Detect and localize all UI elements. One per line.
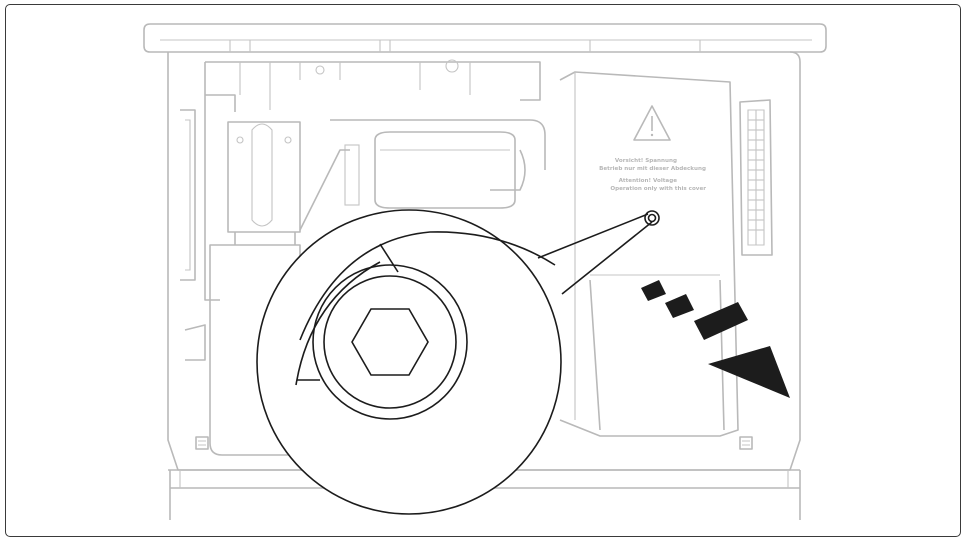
panel-label-line-4: Operation only with this cover bbox=[610, 186, 706, 192]
panel-label-line-2: Betrieb nur mit dieser Abdeckung bbox=[599, 166, 706, 172]
electrical-cover-panel bbox=[559, 71, 739, 437]
lower-tank bbox=[209, 244, 301, 456]
screw-callout bbox=[256, 209, 660, 515]
screw-location-marker bbox=[644, 210, 660, 226]
coil-unit bbox=[227, 121, 301, 233]
magnifier-circle bbox=[256, 209, 562, 515]
terminal-strip bbox=[739, 99, 773, 256]
panel-label-line-3: Attention! Voltage bbox=[619, 178, 678, 184]
bolt-washer bbox=[312, 264, 468, 420]
compressor bbox=[374, 131, 516, 209]
appliance-top-lid bbox=[143, 23, 827, 53]
removal-direction-arrow-icon bbox=[641, 280, 790, 398]
warning-triangle-icon bbox=[633, 105, 671, 141]
panel-label-line-1: Vorsicht! Spannung bbox=[615, 158, 677, 164]
left-foot bbox=[195, 436, 209, 450]
bolt-head-ring bbox=[323, 275, 457, 409]
right-foot bbox=[739, 436, 753, 450]
hex-socket-bolt-icon bbox=[351, 308, 429, 376]
